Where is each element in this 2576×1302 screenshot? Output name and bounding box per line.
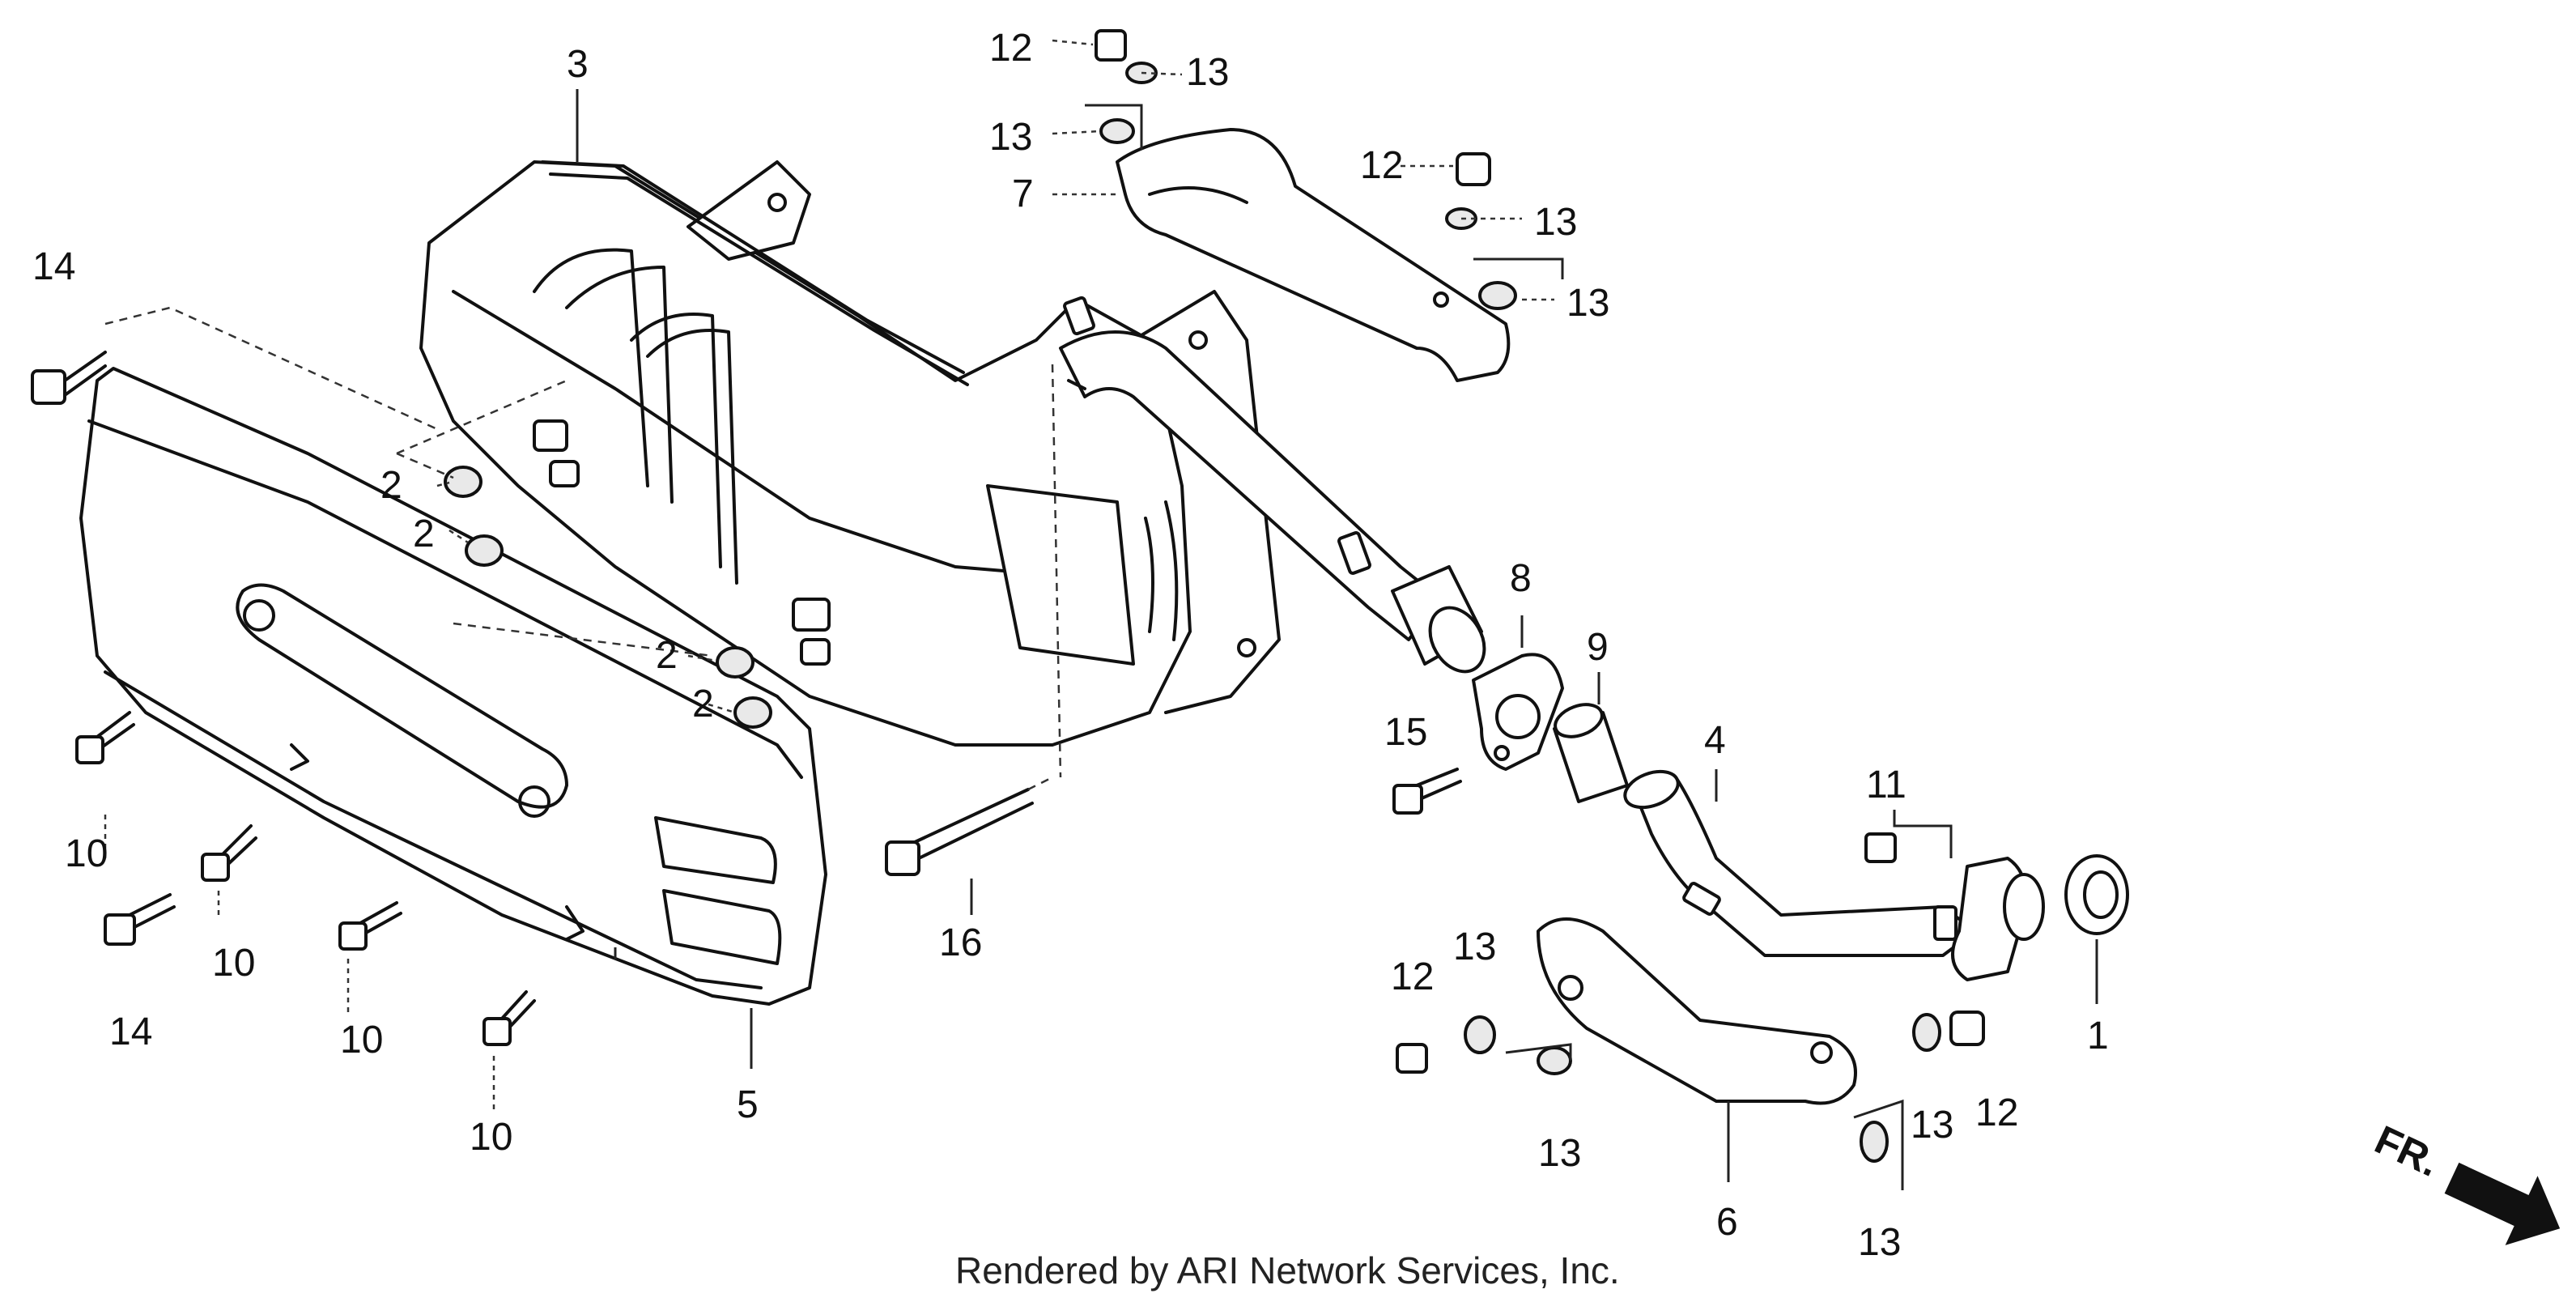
heat-shield <box>79 367 827 1006</box>
bolt-10-b <box>201 824 257 882</box>
bolt-10-d <box>482 990 536 1046</box>
callout-12: 12 <box>1975 1091 2018 1134</box>
bolt-10-c <box>338 901 402 951</box>
bolt-14-upper <box>31 351 107 405</box>
callout-9: 9 <box>1587 626 1609 669</box>
callout-12: 12 <box>989 27 1032 70</box>
grommets <box>444 466 772 729</box>
callout-3: 3 <box>567 43 589 86</box>
callout-13: 13 <box>1186 51 1229 94</box>
nuts-and-washers <box>1095 29 1985 1163</box>
bolt-11 <box>1864 832 1897 863</box>
callout-6: 6 <box>1716 1201 1738 1244</box>
callout-4: 4 <box>1704 719 1726 762</box>
callout-13: 13 <box>989 116 1032 159</box>
callout-11: 11 <box>1866 764 1906 806</box>
callout-10: 10 <box>470 1116 512 1159</box>
exhaust-pipe-lower <box>1623 769 2045 981</box>
callout-12: 12 <box>1391 955 1434 998</box>
pipe-clamp-lower <box>1537 917 1857 1105</box>
muffler-body <box>419 160 1281 747</box>
callout-13: 13 <box>1453 925 1496 968</box>
callout-10: 10 <box>65 832 108 875</box>
callout-5: 5 <box>737 1083 759 1126</box>
callout-14: 14 <box>32 245 75 288</box>
callout-10: 10 <box>212 942 255 985</box>
callout-2: 2 <box>380 464 402 507</box>
callout-13: 13 <box>1534 201 1577 244</box>
callout-labels: 3 12 13 13 7 12 13 13 14 2 2 2 2 8 9 15 … <box>32 27 2109 1264</box>
callout-14: 14 <box>109 1011 152 1053</box>
callout-12: 12 <box>1360 144 1403 187</box>
callout-2: 2 <box>656 634 678 677</box>
assembly-lines <box>104 39 2098 1190</box>
callout-1: 1 <box>2087 1015 2109 1057</box>
callout-16: 16 <box>939 921 982 964</box>
joint-collar <box>1553 703 1629 803</box>
bolt-16 <box>885 788 1034 876</box>
callout-2: 2 <box>692 683 714 725</box>
front-direction-label: FR. <box>2368 1117 2446 1185</box>
callout-8: 8 <box>1510 557 1532 600</box>
callout-7: 7 <box>1012 172 1034 215</box>
callout-2: 2 <box>413 513 435 555</box>
pipe-clamp-upper <box>1116 128 1511 382</box>
callout-13: 13 <box>1858 1221 1901 1264</box>
bolt-10-a <box>75 711 135 764</box>
exhaust-ring <box>2064 854 2129 935</box>
gasket <box>1472 653 1564 771</box>
callout-13: 13 <box>1538 1132 1581 1175</box>
bolt-15 <box>1392 768 1462 815</box>
bolt-14-lower <box>104 893 176 946</box>
bolts <box>31 351 1897 1046</box>
callout-10: 10 <box>340 1019 383 1062</box>
callout-13: 13 <box>1911 1104 1953 1147</box>
front-arrow-icon <box>2444 1162 2561 1245</box>
exhaust-pipe-upper <box>1059 296 1486 674</box>
callout-13: 13 <box>1566 282 1609 325</box>
callout-15: 15 <box>1384 711 1427 754</box>
footer-credit: Rendered by ARI Network Services, Inc. <box>955 1249 1620 1291</box>
front-direction-indicator: FR. <box>2368 1117 2561 1245</box>
